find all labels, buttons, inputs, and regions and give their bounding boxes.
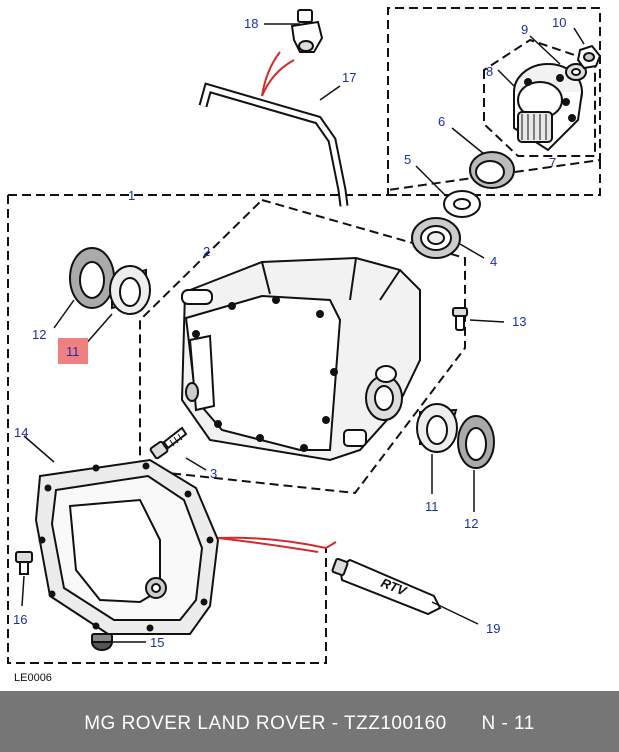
callout-numbers: 1 2 3 4 5 6 7 8 9 10 11 11 12 12 13 14 1…: [13, 15, 566, 650]
side-seal-12-left: [69, 247, 115, 309]
spacer-washer-5: [443, 190, 481, 218]
breather-pipe-17: [198, 82, 349, 207]
callout-12-left: 12: [32, 327, 46, 342]
breather-fitting-18: [290, 9, 324, 53]
exploded-parts-diagram: RTV 1 2 3 4 5 6 7 8: [7, 7, 602, 684]
side-bearing-11-right: [416, 403, 458, 453]
footer-gap: [447, 713, 482, 734]
pinion-seal-6: [469, 151, 515, 189]
callout-19: 19: [486, 621, 500, 636]
footer-part-number: TZZ100160: [344, 713, 447, 734]
stud-13: [452, 307, 468, 331]
rtv-sealant-tube-19: RTV: [331, 557, 442, 616]
callout-10: 10: [552, 15, 566, 30]
callout-9: 9: [521, 22, 528, 37]
boundary-group-7: [483, 38, 596, 157]
diagram-reference-code: LE0006: [14, 672, 52, 684]
footer-caption: MG ROVER LAND ROVER - TZZ100160 N - 11: [0, 713, 619, 735]
cover-bolt-16: [15, 551, 33, 575]
footer-separator: -: [325, 713, 345, 734]
footer-section: N - 11: [481, 713, 535, 734]
callout-17: 17: [342, 70, 356, 85]
indicator-sealant-lower: [217, 537, 319, 553]
callout-15: 15: [150, 635, 164, 650]
footer-brand: MG ROVER LAND ROVER: [84, 713, 326, 734]
bolt-3: [149, 426, 188, 460]
drive-flange-8: [513, 63, 583, 152]
indicator-sealant-upper: [217, 536, 337, 550]
side-seal-12-right: [457, 415, 495, 469]
filler-plug-15: [91, 633, 113, 651]
callout-11-left: 11: [66, 344, 80, 359]
boundary-group-2: [139, 198, 466, 495]
side-bearing-11-left: [109, 265, 151, 315]
indicator-breather-left: [261, 51, 281, 97]
rear-cover-14: [34, 458, 220, 635]
callout-highlight-11: [58, 338, 88, 364]
callout-8: 8: [486, 64, 493, 79]
callout-11-right: 11: [425, 499, 439, 514]
callout-16: 16: [13, 612, 27, 627]
callout-2: 2: [203, 244, 210, 259]
leader-lines: [21, 23, 585, 643]
washer-9: [565, 63, 587, 81]
callout-18: 18: [244, 16, 258, 31]
pinion-bearing-4: [411, 217, 461, 259]
callout-5: 5: [404, 152, 411, 167]
callout-4: 4: [490, 254, 497, 269]
callout-1: 1: [128, 188, 135, 203]
callout-3: 3: [210, 466, 217, 481]
footer-bar: MG ROVER LAND ROVER - TZZ100160 N - 11: [0, 691, 619, 752]
callout-7: 7: [549, 155, 556, 170]
callout-12-right: 12: [464, 516, 478, 531]
callout-14: 14: [14, 425, 28, 440]
red-indicator-lines: [217, 51, 337, 553]
callout-13: 13: [512, 314, 526, 329]
differential-housing-2: [180, 256, 421, 462]
flange-nut-10: [576, 44, 602, 70]
callout-6: 6: [438, 114, 445, 129]
indicator-breather-right: [261, 59, 295, 97]
